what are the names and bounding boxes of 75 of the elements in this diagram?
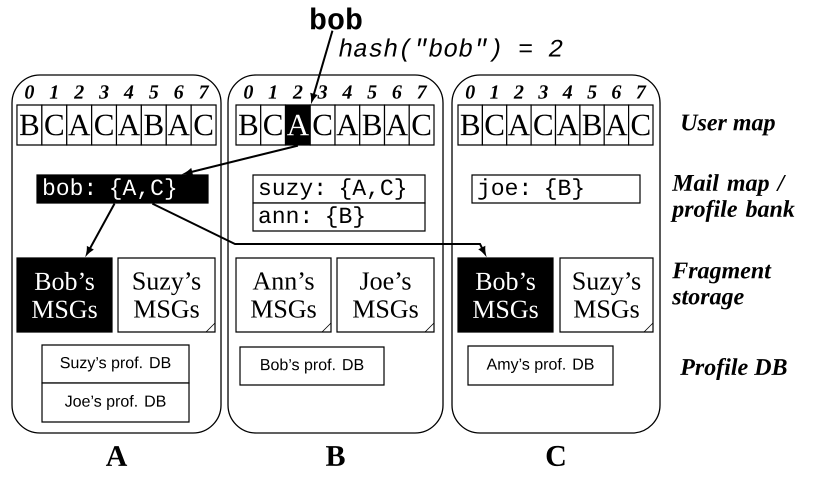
server-label: C (546, 446, 565, 466)
index-number: 4 (562, 85, 572, 99)
map-cell: C (628, 104, 654, 146)
index-number: 5 (367, 85, 377, 99)
index-number: 1 (50, 85, 58, 99)
message-file: Suzy’s MSGs (559, 257, 654, 333)
map-cell: C (41, 104, 68, 146)
map-cell: C (190, 104, 217, 146)
index-number: 4 (342, 85, 352, 99)
server-label: B (326, 446, 345, 466)
index-number: 2 (514, 85, 524, 99)
index-number: 0 (466, 85, 475, 99)
index-number: 0 (25, 85, 34, 99)
index-number: 6 (392, 85, 402, 99)
profile-db-box: Bob’s prof. DB (239, 346, 385, 386)
map-cell: A (166, 104, 192, 146)
message-file: Ann’s MSGs (235, 257, 332, 333)
map-cell: C (310, 104, 336, 146)
key-text: bob (311, 7, 362, 30)
row-label: Profile DB (680, 358, 787, 380)
index-number: 7 (417, 85, 428, 99)
map-cell: C (482, 104, 508, 146)
map-cell: B (235, 104, 262, 146)
row-label: Mail map / profile bank (670, 174, 795, 222)
map-cell: B (16, 104, 42, 146)
map-cell: B (140, 104, 167, 146)
map-cell: C (91, 104, 118, 146)
message-file: Joe’s MSGs (336, 257, 435, 333)
map-entry: joe: {B} (471, 174, 641, 204)
index-number: 7 (636, 85, 646, 99)
message-file: Bob’s MSGs (16, 257, 113, 333)
index-number: 5 (587, 85, 597, 99)
map-entry: ann: {B} (252, 202, 426, 232)
map-entry: bob: {A,C} (36, 174, 209, 204)
row-label: User map (682, 114, 775, 136)
map-cell: C (530, 104, 556, 146)
index-number: 2 (74, 85, 84, 99)
map-cell: A (604, 104, 630, 146)
map-cell: A (506, 104, 532, 146)
map-cell: A (554, 104, 580, 146)
map-cell: C (260, 104, 286, 146)
map-cell: A (384, 104, 410, 146)
row-label: Fragment storage (672, 262, 772, 310)
message-file: Bob’s MSGs (457, 257, 554, 333)
index-number: 3 (538, 85, 548, 99)
index-number: 3 (98, 85, 109, 99)
index-number: 7 (199, 85, 210, 99)
arrow (310, 30, 334, 102)
map-cell: A (116, 104, 142, 146)
map-cell: A (66, 104, 92, 146)
map-cell: B (359, 104, 386, 146)
map-cell: A (334, 104, 360, 146)
map-cell: C (408, 104, 435, 146)
index-number: 3 (317, 85, 328, 99)
index-number: 6 (612, 85, 622, 99)
message-file: Suzy’s MSGs (117, 257, 216, 333)
index-number: 0 (244, 85, 254, 99)
hash-text: hash("bob") = 2 (339, 38, 562, 62)
profile-db-box: Joe’s prof. DB (41, 382, 190, 423)
map-entry: suzy: {A,C} (252, 174, 426, 204)
profile-db-box: Amy’s prof. DB (467, 345, 614, 386)
arrow (86, 203, 116, 255)
arrow (184, 144, 298, 176)
map-cell: B (579, 104, 605, 146)
server-label: A (106, 446, 128, 466)
index-number: 1 (268, 85, 276, 99)
index-number: 1 (490, 85, 498, 99)
index-number: 4 (124, 85, 134, 99)
index-number: 2 (292, 85, 302, 99)
profile-db-box: Suzy’s prof. DB (41, 344, 190, 384)
index-number: 5 (149, 85, 158, 99)
map-cell: A (284, 104, 311, 146)
arrow (152, 202, 486, 255)
index-number: 6 (174, 85, 184, 99)
map-cell: B (457, 104, 483, 146)
